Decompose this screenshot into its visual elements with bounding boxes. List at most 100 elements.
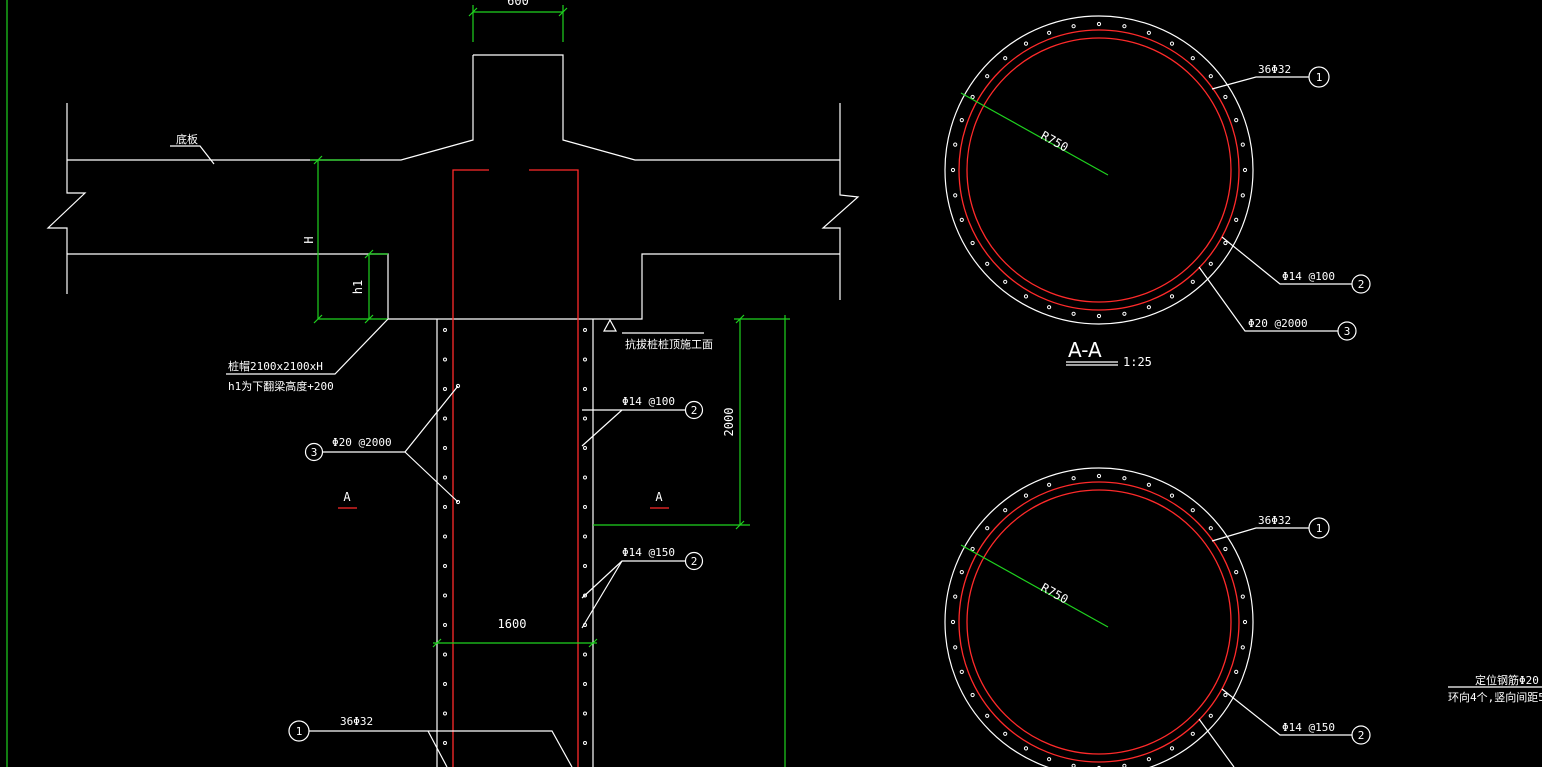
main-bar-dot bbox=[985, 74, 990, 79]
main-bar-dot bbox=[1003, 56, 1008, 61]
callout-1-leader bbox=[308, 730, 573, 767]
stirrup-dot bbox=[443, 682, 447, 686]
dim-tick bbox=[364, 249, 374, 259]
stirrup-dot bbox=[583, 505, 587, 509]
main-bar-dot bbox=[1146, 482, 1152, 487]
main-bar-dot bbox=[1234, 669, 1239, 675]
main-bar-label: 36Φ32 bbox=[1258, 514, 1291, 527]
stirrup-dot bbox=[443, 534, 447, 539]
main-bar-dot bbox=[1240, 594, 1245, 599]
main-bar-dot bbox=[1190, 56, 1195, 61]
dim-tick bbox=[364, 314, 374, 324]
dim-tick bbox=[588, 638, 598, 648]
bubble-2-text: 2 bbox=[691, 404, 698, 417]
main-bar-dot bbox=[1190, 731, 1195, 736]
bubble-1-text: 1 bbox=[1316, 522, 1323, 535]
stirrup-dot bbox=[443, 328, 447, 332]
main-bar-dot bbox=[1146, 30, 1152, 35]
stirrup-dot bbox=[583, 652, 587, 657]
main-bar-dot bbox=[1047, 30, 1052, 35]
main-bar-dot bbox=[1240, 645, 1245, 650]
stirrup-dot bbox=[443, 711, 447, 716]
main-bar-dot bbox=[1096, 473, 1102, 479]
note-line1: 定位钢筋Φ20 bbox=[1475, 673, 1539, 687]
main-bar-dot bbox=[985, 261, 990, 266]
main-bar-dot bbox=[953, 594, 958, 599]
rebar-ring-outer bbox=[958, 481, 1240, 763]
stirrup-dot bbox=[443, 357, 447, 362]
dim-h1-text: h1 bbox=[351, 280, 365, 294]
dim-tick bbox=[558, 7, 568, 17]
bubble-3-text: 3 bbox=[311, 446, 318, 459]
pile-circle-outer bbox=[944, 467, 1254, 767]
radius-label: R750 bbox=[1039, 580, 1071, 606]
callout-1-leader bbox=[1211, 527, 1309, 542]
rebar-ring-outer bbox=[958, 29, 1240, 311]
stirrup-dot bbox=[583, 564, 587, 568]
positioning-bar-note: 定位钢筋Φ20 环向4个,竖向间距5m bbox=[1448, 673, 1542, 704]
main-bar-dot bbox=[970, 546, 975, 552]
callout-2-bottom-leader bbox=[581, 560, 687, 599]
elevation-triangle-symbol bbox=[602, 318, 618, 332]
main-bar-dot bbox=[985, 526, 990, 531]
main-bar-dot bbox=[1146, 305, 1152, 310]
cap-note-line2: h1为下翻梁高度+200 bbox=[228, 379, 334, 393]
main-bar-dot bbox=[1023, 294, 1029, 299]
stirrup-dot bbox=[583, 534, 587, 539]
stirrup-dot bbox=[583, 711, 587, 716]
main-bar-dot bbox=[959, 570, 964, 575]
note-line2: 环向4个,竖向间距5m bbox=[1448, 690, 1542, 704]
stirrup-label: Φ14 @100 bbox=[1282, 270, 1335, 283]
stirrup-dot bbox=[583, 475, 587, 480]
stirrup-dot bbox=[583, 387, 587, 391]
main-bar-dot bbox=[959, 217, 964, 222]
callout-2-bottom-arm bbox=[581, 560, 623, 629]
dim-600-text: 600 bbox=[507, 0, 529, 8]
stirrup-dot bbox=[443, 652, 447, 657]
main-bar-dot bbox=[1234, 118, 1239, 123]
dim-2000-text: 2000 bbox=[722, 408, 736, 437]
stirrup-dot bbox=[443, 623, 447, 627]
main-bar-dot bbox=[953, 193, 958, 198]
bubble-2-text: 2 bbox=[691, 555, 698, 568]
stirrup-dot bbox=[443, 446, 447, 450]
dim-tick bbox=[432, 638, 442, 648]
cap-note-line1: 桩帽2100x2100xH bbox=[228, 359, 323, 373]
main-bar-dot bbox=[959, 669, 964, 675]
bubble-1-text: 1 bbox=[296, 725, 303, 738]
main-bar-dot bbox=[1071, 24, 1076, 29]
pile-circle-outer bbox=[944, 15, 1254, 325]
bubble-1 bbox=[1308, 517, 1330, 539]
main-bar-dot bbox=[1208, 74, 1213, 79]
radius-label: R750 bbox=[1039, 128, 1071, 154]
callout-main-label: 36Φ32 bbox=[340, 715, 373, 728]
main-bar-dot bbox=[1122, 476, 1127, 481]
main-bar-dot bbox=[1096, 313, 1102, 319]
main-bar-dot bbox=[1071, 476, 1076, 481]
pile-cap-elevation: 600 底板 H h1 桩帽2100x2100xH h1为下翻梁高度+200 抗… bbox=[46, 0, 860, 767]
main-bar-dot bbox=[985, 713, 990, 718]
bubble-3 bbox=[1337, 321, 1357, 341]
stirrup-dot bbox=[443, 741, 447, 745]
main-bar-dot bbox=[1071, 311, 1076, 316]
main-bar-dot bbox=[1240, 142, 1245, 147]
callout-stirrup-bottom-label: Φ14 @150 bbox=[622, 546, 675, 559]
stirrup-label: Φ14 @150 bbox=[1282, 721, 1335, 734]
stirrup-dot bbox=[583, 357, 587, 362]
main-bar-label: 36Φ32 bbox=[1258, 63, 1291, 76]
section-scale: 1:25 bbox=[1123, 355, 1152, 369]
main-bar-dot bbox=[953, 645, 958, 650]
slab-label-leader bbox=[170, 145, 215, 165]
bubble-1 bbox=[288, 720, 310, 742]
bubble-3 bbox=[304, 442, 324, 462]
dim-tick bbox=[468, 7, 478, 17]
main-bar-dot bbox=[1023, 493, 1029, 498]
dim-1600-text: 1600 bbox=[498, 617, 527, 631]
dim-tick bbox=[735, 314, 745, 324]
main-bar-dot bbox=[1169, 746, 1175, 751]
callout-stirrup-top-label: Φ14 @100 bbox=[622, 395, 675, 408]
callout-3-leader bbox=[1198, 266, 1338, 332]
bubble-1 bbox=[1308, 66, 1330, 88]
main-rebar-right bbox=[529, 169, 579, 767]
